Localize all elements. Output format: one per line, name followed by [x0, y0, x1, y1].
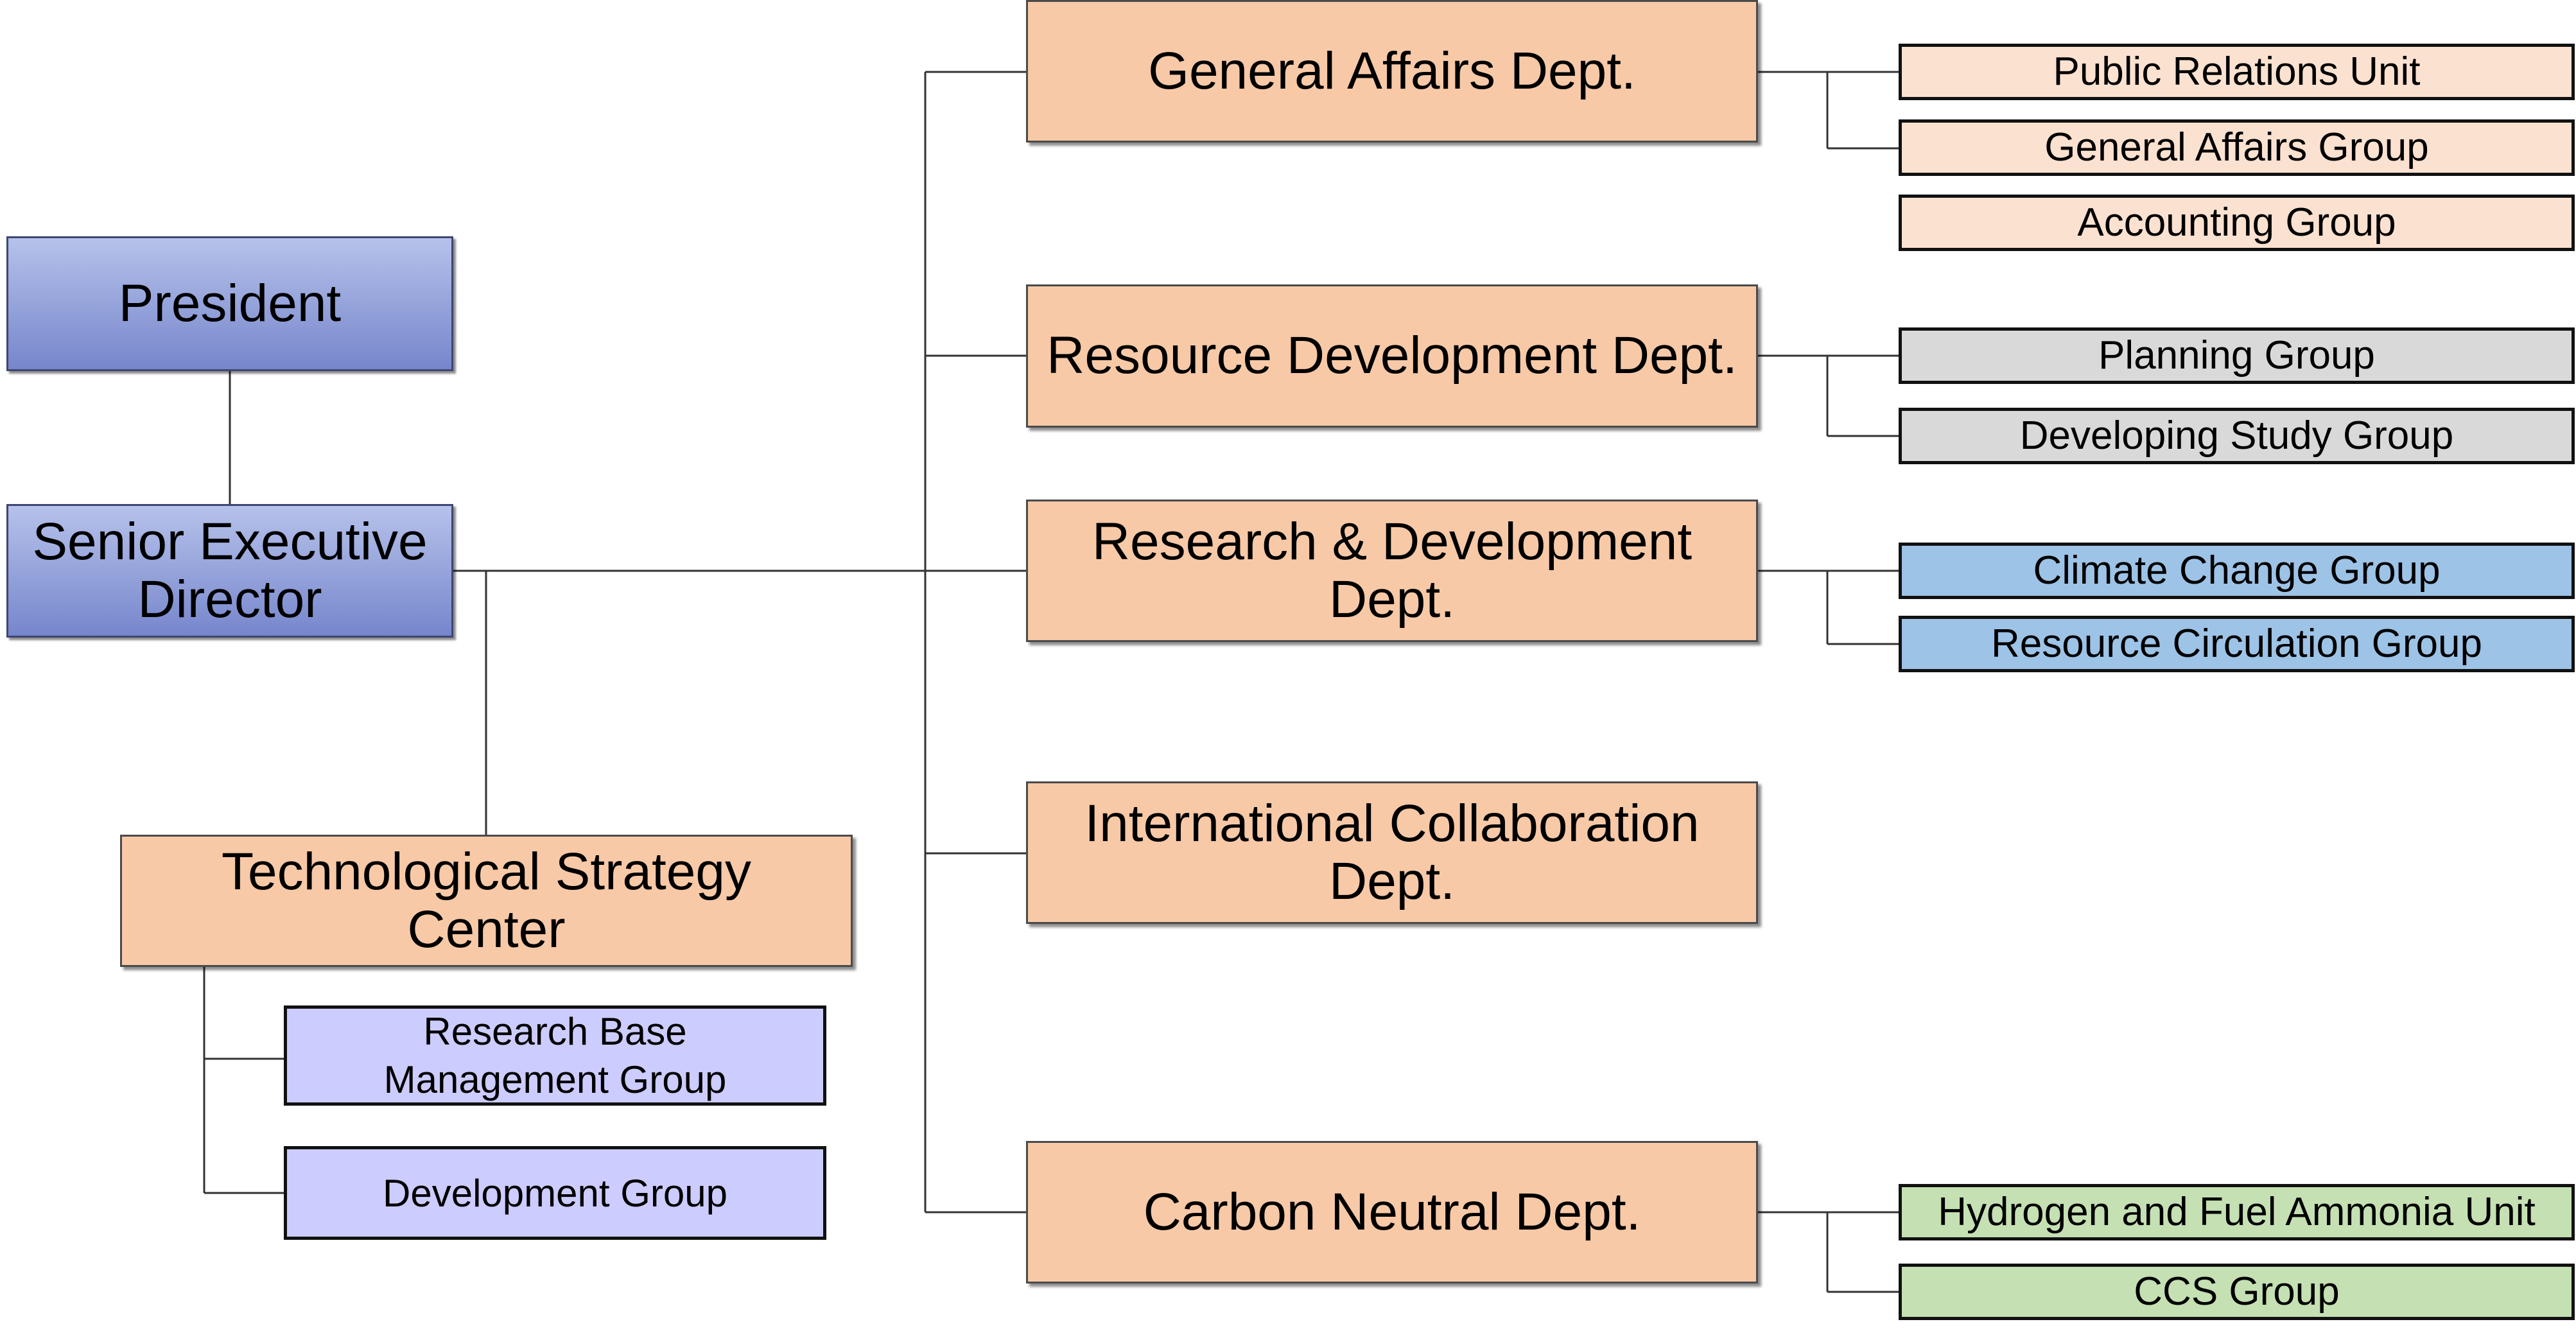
resource-circulation-group-box: Resource Circulation Group [1899, 616, 2575, 672]
international-collaboration-dept-box: International Collaboration Dept. [1026, 781, 1758, 924]
developing-study-group-box: Developing Study Group [1899, 408, 2575, 464]
carbon-neutral-dept-box: Carbon Neutral Dept. [1026, 1141, 1758, 1283]
senior-executive-director-box: Senior Executive Director [6, 504, 453, 638]
resource-development-dept-box: Resource Development Dept. [1026, 284, 1758, 428]
climate-change-group-box: Climate Change Group [1899, 543, 2575, 599]
ccs-group-box: CCS Group [1899, 1264, 2575, 1320]
development-group-box: Development Group [284, 1146, 826, 1240]
research-development-dept-box: Research & Development Dept. [1026, 500, 1758, 642]
research-base-management-group-box: Research Base Management Group [284, 1005, 826, 1106]
president-box: President [6, 236, 453, 371]
general-affairs-dept-box: General Affairs Dept. [1026, 0, 1758, 143]
tech-strategy-center-box: Technological Strategy Center [120, 835, 853, 967]
public-relations-unit-box: Public Relations Unit [1899, 44, 2575, 100]
planning-group-box: Planning Group [1899, 327, 2575, 384]
accounting-group-box: Accounting Group [1899, 195, 2575, 251]
hydrogen-fuel-ammonia-unit-box: Hydrogen and Fuel Ammonia Unit [1899, 1184, 2575, 1240]
general-affairs-group-box: General Affairs Group [1899, 119, 2575, 176]
